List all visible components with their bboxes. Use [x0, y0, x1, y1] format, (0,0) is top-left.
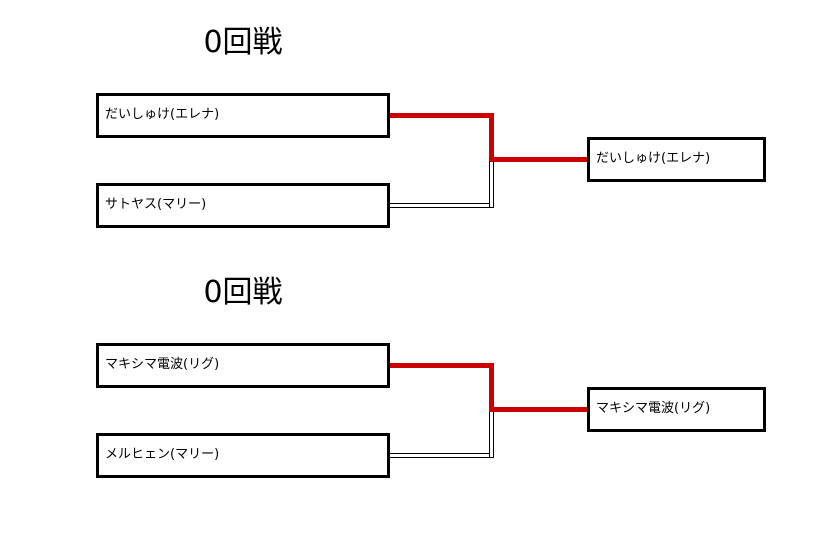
winner-segment-horizontal-out — [388, 363, 494, 368]
loser-segment-vertical — [489, 408, 494, 458]
winner-name: だいしゅけ(エレナ) — [596, 151, 711, 167]
round-title-1: 0回戦 — [203, 25, 283, 60]
competitor-box-2-bottom[interactable]: メルヒェン(マリー) — [96, 433, 390, 478]
loser-segment-vertical — [489, 158, 494, 208]
winner-segment-horizontal-out — [388, 113, 494, 118]
competitor-box-2-top[interactable]: マキシマ電波(リグ) — [96, 343, 390, 388]
competitor-name: サトヤス(マリー) — [105, 197, 207, 213]
loser-segment-horizontal-out — [388, 453, 494, 458]
winner-segment-vertical — [489, 363, 494, 410]
winner-box-2[interactable]: マキシマ電波(リグ) — [587, 387, 766, 432]
competitor-box-1-top[interactable]: だいしゅけ(エレナ) — [96, 93, 390, 138]
winner-box-1[interactable]: だいしゅけ(エレナ) — [587, 137, 766, 182]
round-title-2: 0回戦 — [203, 275, 283, 310]
winner-name: マキシマ電波(リグ) — [596, 401, 711, 417]
competitor-name: マキシマ電波(リグ) — [105, 357, 220, 373]
loser-segment-horizontal-out — [388, 203, 494, 208]
winner-segment-vertical — [489, 113, 494, 160]
winner-segment-horizontal-in — [489, 157, 589, 162]
winner-segment-horizontal-in — [489, 407, 589, 412]
competitor-box-1-bottom[interactable]: サトヤス(マリー) — [96, 183, 390, 228]
competitor-name: だいしゅけ(エレナ) — [105, 107, 220, 123]
competitor-name: メルヒェン(マリー) — [105, 447, 220, 463]
